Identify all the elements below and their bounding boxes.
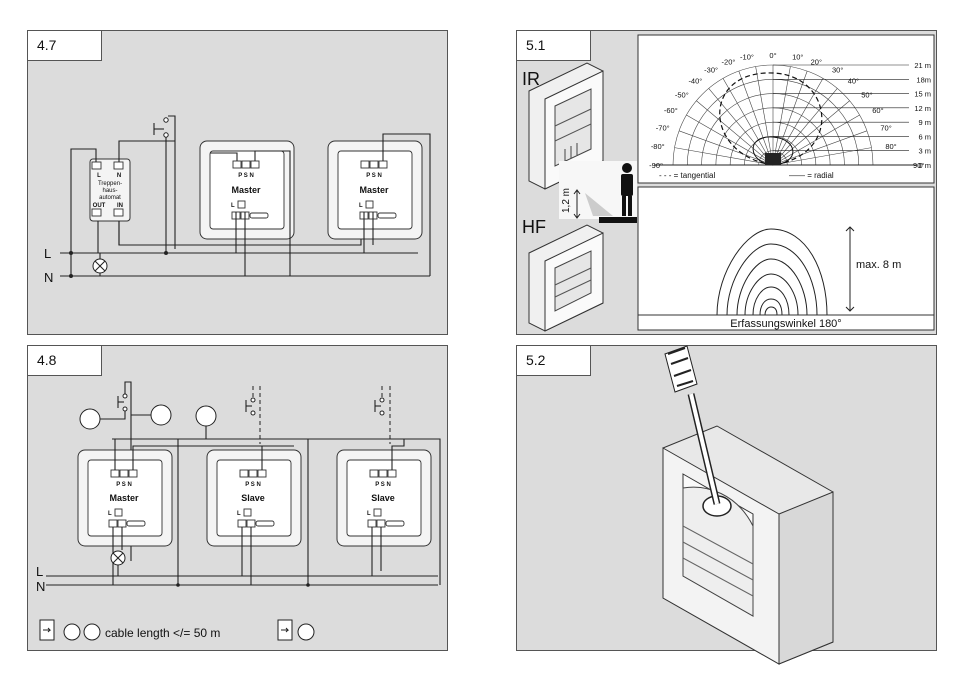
angle-label: -20° xyxy=(722,58,736,67)
angle-caption: Erfassungswinkel 180° xyxy=(730,318,841,330)
wiring-diagram-4-7: L N L N Treppen- haus- automat OUT IN xyxy=(44,115,431,285)
panel-4-7: 4.7 L N L N Treppen- haus- automat OUT I… xyxy=(27,30,448,335)
terminal-L: L xyxy=(231,203,235,209)
automat-L: L xyxy=(97,173,101,179)
svg-text:L: L xyxy=(367,511,371,517)
angle-label: 60° xyxy=(872,106,883,115)
svg-text:L: L xyxy=(237,511,241,517)
terminal-L: L xyxy=(359,203,363,209)
distance-label: 0 m xyxy=(918,161,931,170)
hf-label: HF xyxy=(522,217,546,237)
distance-label: 15 m xyxy=(914,90,931,99)
distance-label: 3 m xyxy=(918,147,931,156)
device-label: Master xyxy=(359,185,389,195)
cable-note: cable length </= 50 m xyxy=(39,619,315,641)
device-label: Slave xyxy=(371,493,395,503)
automat-label-3: automat xyxy=(99,195,121,201)
angle-label: 0° xyxy=(769,51,776,60)
distance-label: 6 m xyxy=(918,132,931,141)
hf-detector-illustration xyxy=(528,224,604,332)
master-device: P S N Master L xyxy=(77,449,173,547)
installation-illustration xyxy=(662,345,834,665)
line-label-N: N xyxy=(36,579,45,594)
angle-label: 40° xyxy=(848,77,859,86)
distance-label: 18m xyxy=(916,75,931,84)
angle-label: 50° xyxy=(861,90,872,99)
line-label-L: L xyxy=(36,564,43,579)
distance-label: 21 m xyxy=(914,61,931,70)
device-label: Master xyxy=(109,493,139,503)
legend-tangential: - - - = tangential xyxy=(659,171,715,180)
terminal-psn: P S N xyxy=(238,173,254,179)
cable-length-label: cable length </= 50 m xyxy=(105,626,220,640)
svg-text:L: L xyxy=(108,511,112,517)
automat-label-1: Treppen- xyxy=(98,181,122,187)
angle-label: 30° xyxy=(832,66,843,75)
angle-label: 90° xyxy=(913,161,924,170)
max-range-label: max. 8 m xyxy=(856,259,901,271)
detection-field xyxy=(716,228,828,316)
angle-label: 20° xyxy=(811,58,822,67)
wiring-diagram-4-8: L N xyxy=(36,381,441,641)
device-label: Master xyxy=(231,185,261,195)
angle-label: 80° xyxy=(885,142,896,151)
terminal-psn: P S N xyxy=(366,173,382,179)
panel-tag: 5.2 xyxy=(517,346,591,376)
height-label: 1,2 m xyxy=(561,188,572,213)
angle-label: -40° xyxy=(688,77,702,86)
ir-label: IR xyxy=(522,69,540,89)
line-label-N: N xyxy=(44,270,53,285)
svg-text:P S N: P S N xyxy=(375,482,391,488)
distance-label: 9 m xyxy=(918,118,931,127)
slave-device-2: P S N Slave L xyxy=(336,449,432,547)
legend-radial: —— = radial xyxy=(789,171,834,180)
automat-in: IN xyxy=(117,203,123,209)
automat-out: OUT xyxy=(93,203,106,209)
angle-label: 70° xyxy=(880,123,891,132)
panel-4-8: 4.8 L N xyxy=(27,345,448,651)
angle-label: -30° xyxy=(704,66,718,75)
panel-tag: 5.1 xyxy=(517,31,591,61)
angle-label: 10° xyxy=(792,53,803,62)
automat-label-2: haus- xyxy=(102,188,117,194)
angle-label: -10° xyxy=(740,53,754,62)
angle-label: -80° xyxy=(651,142,665,151)
automat-N: N xyxy=(117,173,121,179)
panel-5-2: 5.2 xyxy=(516,345,937,665)
angle-label: -50° xyxy=(675,90,689,99)
device-label: Slave xyxy=(241,493,265,503)
slave-device-1: P S N Slave L xyxy=(206,449,302,547)
angle-label: -70° xyxy=(656,123,670,132)
angle-label: -60° xyxy=(664,106,678,115)
svg-text:P S N: P S N xyxy=(245,482,261,488)
panel-tag: 4.8 xyxy=(28,346,102,376)
line-label-L: L xyxy=(44,246,51,261)
svg-text:P S N: P S N xyxy=(116,482,132,488)
panel-tag: 4.7 xyxy=(28,31,102,61)
distance-label: 12 m xyxy=(914,104,931,113)
